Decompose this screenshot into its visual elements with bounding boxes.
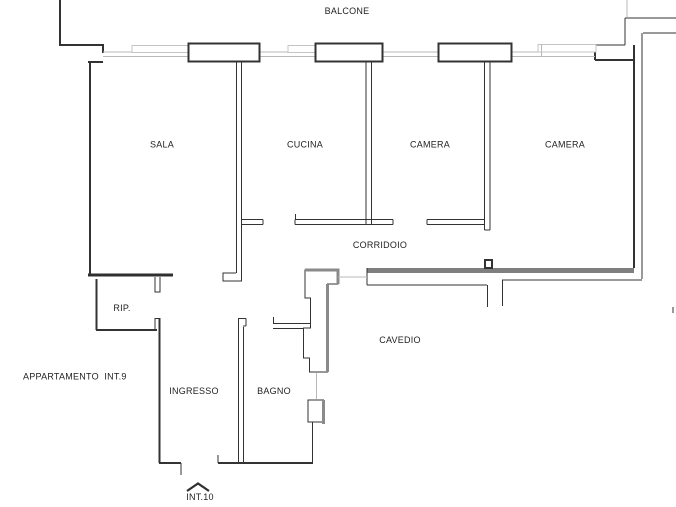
labels-group: BALCONE SALA CUCINA CAMERA CAMERA CORRID… xyxy=(23,6,585,502)
room-label-ingresso: INGRESSO xyxy=(169,386,219,396)
room-label-corridoio: CORRIDOIO xyxy=(353,240,407,250)
cavedio-chase-group xyxy=(302,268,340,463)
room-label-cavedio: CAVEDIO xyxy=(379,335,421,345)
apartment-title: APPARTAMENTO INT.9 xyxy=(23,372,127,382)
facade-windows-group xyxy=(103,42,597,63)
room-label-balcone: BALCONE xyxy=(325,6,370,16)
wall-pier xyxy=(314,42,384,63)
exterior-walls-group xyxy=(59,0,676,313)
entry-door-arrow-icon xyxy=(186,482,210,492)
service-rooms-walls-group xyxy=(95,277,313,475)
window-frame xyxy=(131,45,190,53)
room-label-cucina: CUCINA xyxy=(287,140,323,150)
window-frame xyxy=(537,44,597,53)
window-frame xyxy=(287,45,317,53)
room-label-camera-1: CAMERA xyxy=(410,140,450,150)
wall-pier xyxy=(437,42,513,63)
corridor-wall-group xyxy=(366,259,634,307)
door-jamb xyxy=(484,259,493,269)
room-label-rip: RIP. xyxy=(113,303,130,313)
partition-walls-group xyxy=(88,61,491,282)
room-label-sala: SALA xyxy=(150,140,174,150)
room-label-bagno: BAGNO xyxy=(257,386,291,396)
door-markers-group xyxy=(186,276,367,492)
room-label-camera-2: CAMERA xyxy=(545,140,585,150)
entry-label-int10: INT.10 xyxy=(186,492,214,502)
wall-pier xyxy=(187,42,261,63)
duct-pillar xyxy=(307,399,325,423)
